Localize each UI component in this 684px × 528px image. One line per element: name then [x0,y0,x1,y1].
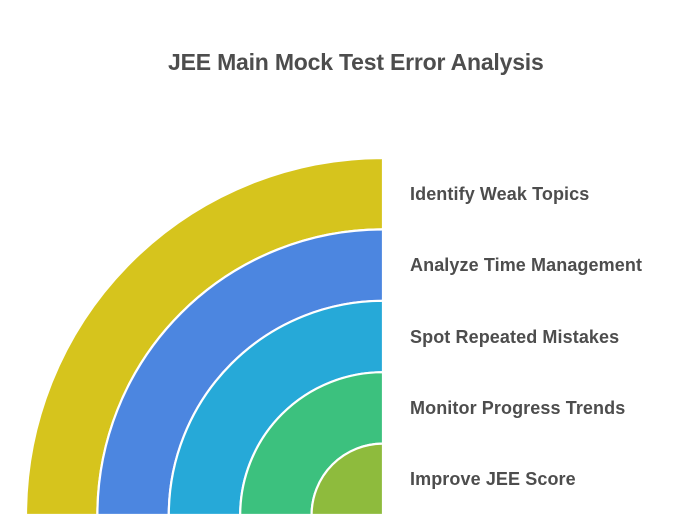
ring-label-5: Improve JEE Score [410,469,576,490]
ring-label-4: Monitor Progress Trends [410,397,626,418]
diagram-title: JEE Main Mock Test Error Analysis [168,49,544,75]
ring-label-1: Identify Weak Topics [410,183,590,204]
ring-label-2: Analyze Time Management [410,255,643,276]
ring-segment-5 [310,442,385,517]
ring-label-3: Spot Repeated Mistakes [410,326,620,347]
